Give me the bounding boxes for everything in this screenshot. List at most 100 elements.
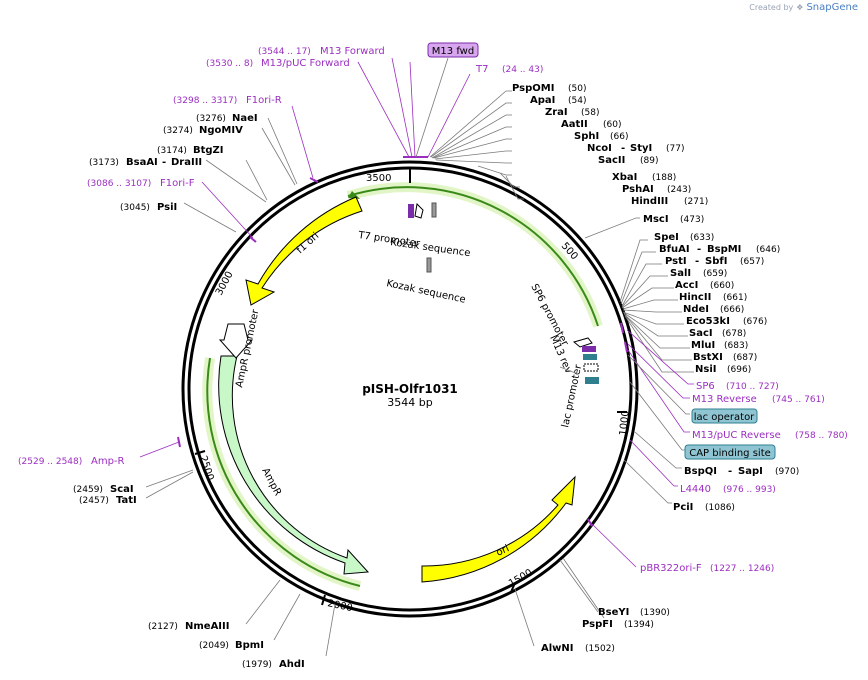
f1ori-feature — [245, 196, 363, 306]
m13-reverse-name: M13 Reverse — [692, 394, 757, 405]
enzyme-nsii: NsiI — [695, 364, 716, 375]
primer-mark-right2 — [624, 341, 628, 353]
enzyme-pspfi-pos: (1394) — [624, 620, 654, 630]
t7-promoter-mark — [408, 204, 414, 218]
m13puc-forward-name: M13/pUC Forward — [261, 58, 350, 69]
f1orir-name: F1ori-R — [246, 95, 282, 106]
right-primer-lines — [591, 329, 694, 568]
m13puc-reverse-name: M13/pUC Reverse — [692, 430, 781, 441]
m13fwd-box — [427, 42, 479, 58]
amp-arc — [206, 357, 361, 587]
ori-label: ori — [495, 543, 511, 558]
enzyme-psii: PsiI — [157, 202, 177, 213]
enzyme-bsaai-sep: - — [162, 157, 166, 168]
backbone-outer — [181, 160, 639, 618]
enzyme-sphi-pos: (66) — [610, 132, 628, 142]
tick-2500-line — [194, 450, 206, 455]
enzyme-ahdi-pos: (1979) — [242, 660, 272, 670]
enzyme-psti-pos: (657) — [740, 257, 764, 267]
enzyme-ncoi: NcoI — [587, 143, 612, 154]
ampr-primer-name: Amp-R — [91, 456, 125, 467]
tick-1500-line — [510, 582, 516, 593]
insert-highlight — [346, 182, 603, 328]
tick-2000-line — [321, 594, 326, 606]
right-leader-lines — [619, 239, 694, 504]
m13-reverse-pos: (745 .. 761) — [772, 395, 825, 405]
l4440-name: L4440 — [680, 484, 711, 495]
tick-3500: 3500 — [366, 173, 391, 184]
top-gray-line — [415, 57, 449, 158]
lac-operator-label: lac operator — [694, 412, 755, 423]
enzyme-spei-pos: (633) — [690, 233, 714, 243]
enzyme-ncoi-pos: (77) — [666, 144, 684, 154]
m13forward-name: M13 Forward — [320, 46, 385, 57]
top-leader-lines — [429, 90, 640, 239]
m13puc-forward-pos: (3530 .. 8) — [206, 59, 253, 69]
bottom-left-leader-lines — [145, 117, 605, 657]
enzyme-btgzi: BtgZI — [193, 145, 224, 156]
enzyme-sbfi: SbfI — [705, 256, 727, 267]
kozak-mark-2 — [426, 257, 432, 273]
plasmid-name: pISH-Olfr1031 — [362, 382, 458, 396]
enzyme-eco53ki-pos: (676) — [743, 317, 767, 327]
kozak-label-1: Kozak sequence — [390, 237, 471, 259]
enzyme-styi: StyI — [630, 143, 652, 154]
ori-feature — [421, 475, 576, 583]
enzyme-bpmi-pos: (2049) — [199, 641, 229, 651]
cap-site-label: CAP binding site — [689, 448, 771, 459]
enzyme-alwni-pos: (1502) — [585, 644, 615, 654]
t7-primer-pos: (24 .. 43) — [502, 65, 543, 75]
enzyme-alwni: AlwNI — [541, 643, 574, 654]
credit-brand: SnapGene — [806, 2, 858, 13]
enzyme-apai-pos: (54) — [568, 96, 586, 106]
enzyme-saci: SacI — [689, 328, 713, 339]
enzyme-nsii-pos: (696) — [727, 365, 751, 375]
enzyme-pspomi: PspOMI — [512, 83, 554, 94]
enzyme-nmeaiii: NmeAIII — [185, 621, 229, 632]
f1orif-name: F1ori-F — [160, 178, 195, 189]
enzyme-bsaai-pos: (3173) — [89, 158, 119, 168]
enzyme-saci-pos: (678) — [722, 329, 746, 339]
kozak-label-2: Kozak sequence — [385, 278, 466, 306]
enzyme-zrai: ZraI — [545, 107, 568, 118]
enzyme-bstxi-pos: (687) — [733, 353, 757, 363]
enzyme-mlui: MluI — [691, 340, 715, 351]
enzyme-hincii-pos: (661) — [723, 293, 747, 303]
enzyme-zrai-pos: (58) — [581, 108, 599, 118]
l4440-pos: (976 .. 993) — [723, 485, 776, 495]
pbr322orif-name: pBR322ori-F — [640, 563, 702, 574]
enzyme-nmeaiii-pos: (2127) — [148, 622, 178, 632]
enzyme-bspmi: BspMI — [707, 244, 741, 255]
enzyme-acci-pos: (660) — [710, 281, 734, 291]
enzyme-apai: ApaI — [530, 95, 555, 106]
enzyme-bseyi: BseYI — [598, 607, 629, 618]
primer-mark-pbr322 — [587, 518, 593, 527]
enzyme-scai: ScaI — [110, 484, 134, 495]
enzyme-ahdi: AhdI — [279, 659, 305, 670]
enzyme-hincii: HincII — [679, 292, 711, 303]
enzyme-bspqi-sep: - — [728, 466, 732, 477]
enzyme-naei-pos: (3276) — [196, 114, 226, 124]
m13forward-pos: (3544 .. 17) — [258, 47, 311, 57]
enzyme-naei: NaeI — [232, 113, 258, 124]
primer-mark-f1orif — [249, 236, 257, 243]
top-primer-lines — [357, 57, 471, 158]
sp6-mark — [582, 346, 596, 352]
enzyme-scai-pos: (2459) — [73, 485, 103, 495]
enzyme-sali: SalI — [670, 268, 691, 279]
primer-mark-right1 — [620, 322, 624, 334]
f1orir-pos: (3298 .. 3317) — [173, 96, 237, 106]
enzyme-sali-pos: (659) — [703, 269, 727, 279]
enzyme-psii-pos: (3045) — [120, 203, 150, 213]
enzyme-pspfi: PspFI — [582, 619, 613, 630]
enzyme-mlui-pos: (683) — [724, 341, 748, 351]
cap-site-mark — [585, 377, 599, 384]
enzyme-tati: TatI — [116, 495, 137, 506]
enzyme-bspqi: BspQI — [684, 466, 717, 477]
enzyme-bseyi-pos: (1390) — [640, 608, 670, 618]
enzyme-bspqi-pos: (970) — [775, 467, 799, 477]
ampr-primer-pos: (2529 .. 2548) — [18, 457, 82, 467]
snapgene-credit: Created by ❖ SnapGene — [749, 2, 858, 13]
m13fwd-box-label: M13 fwd — [432, 46, 474, 57]
